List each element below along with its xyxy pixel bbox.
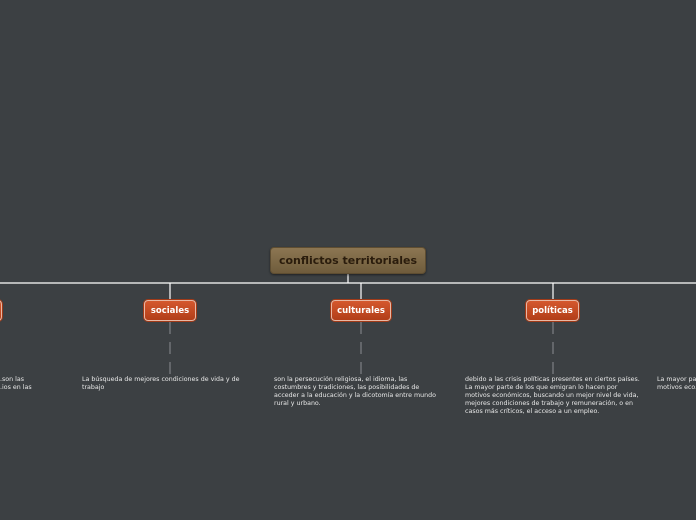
topic-label-politicas: políticas [532, 305, 573, 316]
description-right-partial: La mayor pa... motivos eco... [657, 376, 696, 392]
topic-node-culturales[interactable]: culturales [331, 300, 391, 321]
description-left-partial: ...son las ...ios en las [0, 376, 32, 392]
description-sociales: La búsqueda de mejores condiciones de vi… [82, 376, 240, 392]
topic-label-sociales: sociales [150, 305, 190, 316]
topic-label-culturales: culturales [337, 305, 385, 316]
description-politicas: debido a las crisis políticas presentes … [465, 376, 640, 416]
description-culturales: son la persecución religiosa, el idioma,… [274, 376, 436, 408]
topic-node-politicas[interactable]: políticas [526, 300, 579, 321]
topic-node-sociales[interactable]: sociales [144, 300, 196, 321]
central-topic[interactable]: conflictos territoriales [270, 247, 426, 274]
central-topic-label: conflictos territoriales [278, 254, 418, 267]
topic-node-left-partial[interactable] [0, 300, 2, 321]
